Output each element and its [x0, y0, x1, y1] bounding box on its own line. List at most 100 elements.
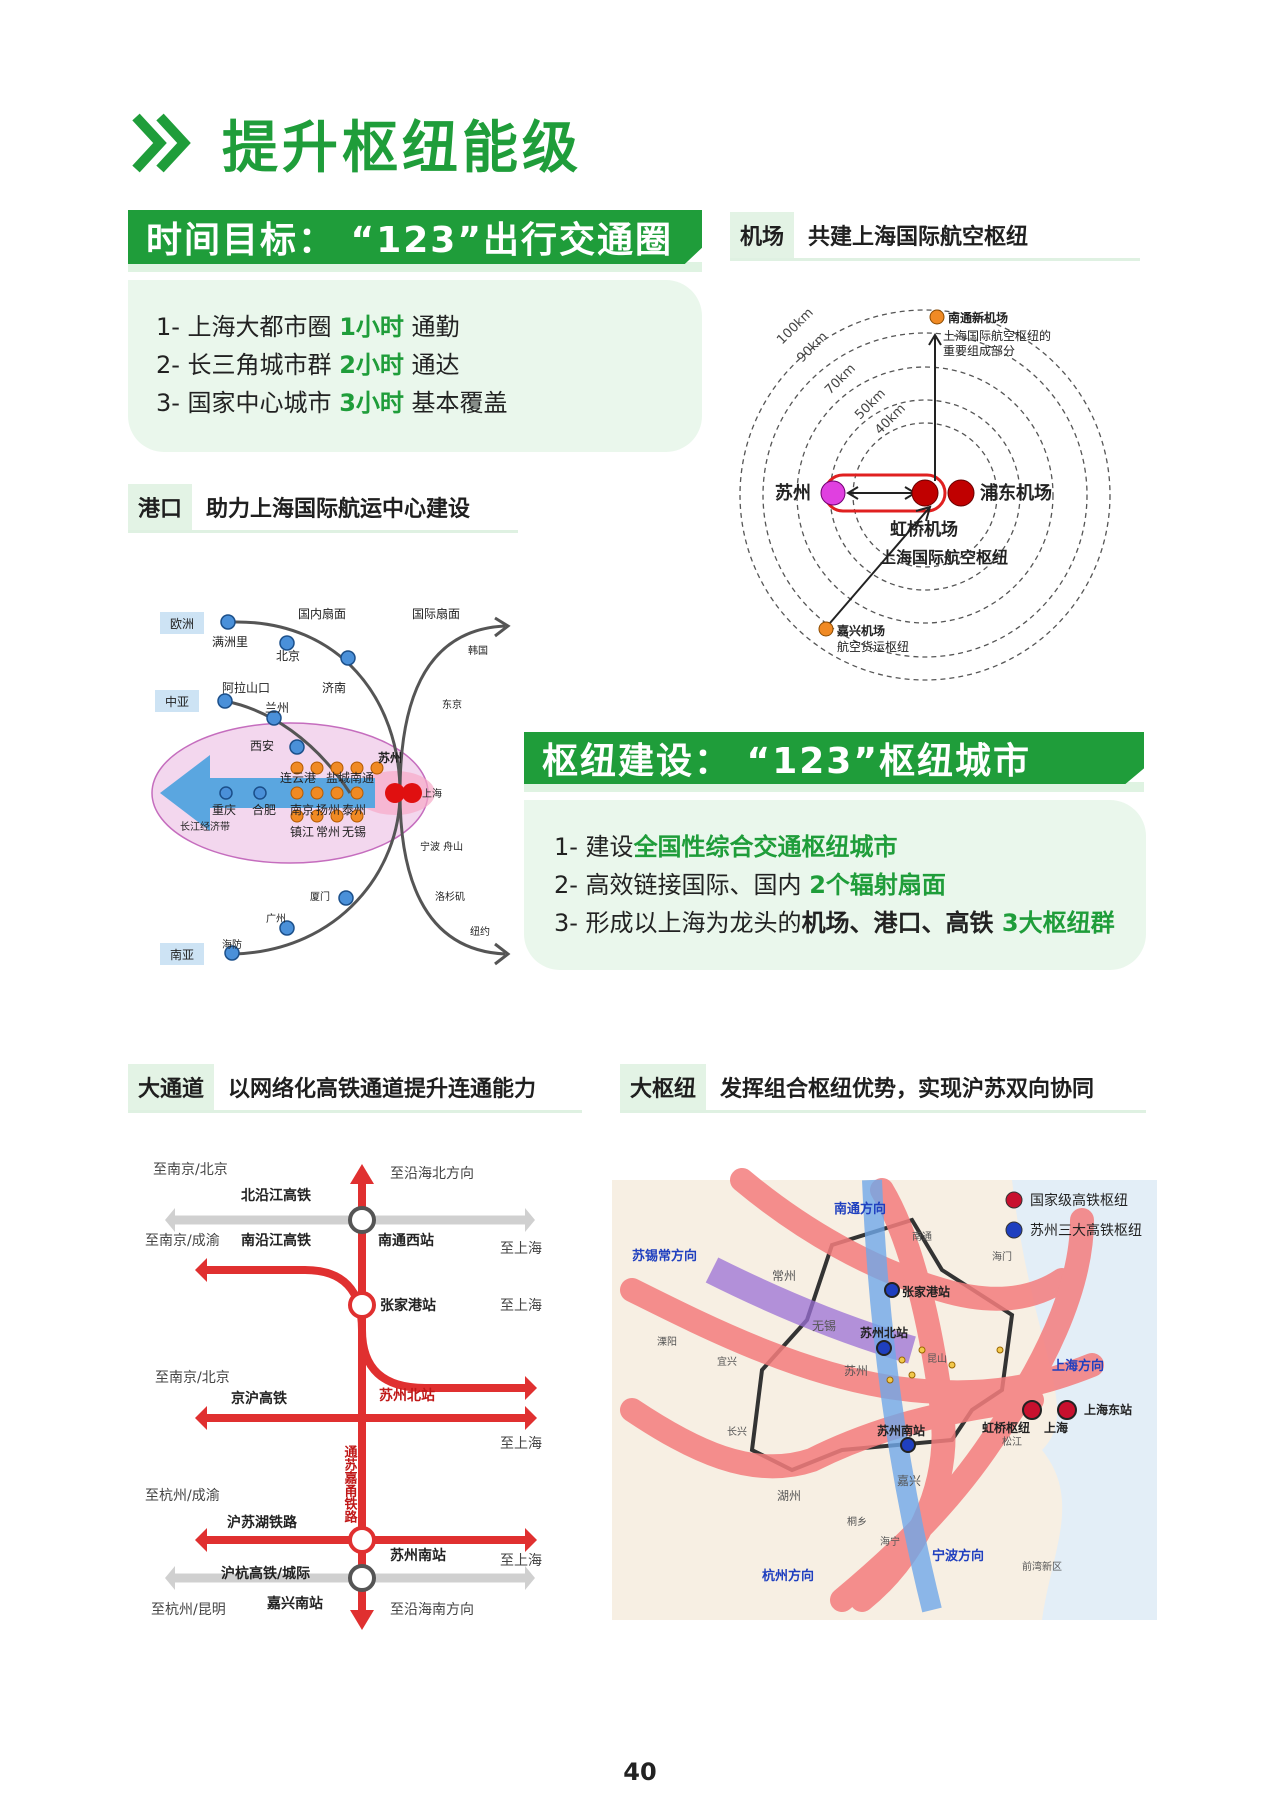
map-node: [310, 761, 324, 775]
station-nantong-west: [348, 1206, 376, 1234]
map-label: 苏锡常方向: [632, 1248, 697, 1264]
map-label: 嘉兴: [897, 1474, 921, 1488]
map-label: 上海方向: [1052, 1358, 1104, 1374]
map-label: 杭州方向: [762, 1568, 814, 1584]
corridor-label: 苏州北站: [379, 1387, 435, 1404]
map-label: 上海东站: [1084, 1402, 1132, 1417]
port-label: 上海: [422, 787, 442, 800]
corridor-diagram: 至南京/北京 至沿海北方向 北沿江高铁 至南京/成渝 南沿江高铁 南通西站 至上…: [145, 1162, 542, 1630]
port-label: 常州: [316, 825, 340, 839]
map-label: 昆山: [927, 1353, 947, 1365]
ring-label: 70km: [822, 361, 859, 398]
map-node: [350, 761, 364, 775]
list-item: 2- 高效链接国际、国内 2个辐射扇面: [554, 871, 946, 899]
port-label: 兰州: [265, 701, 289, 715]
port-label: 南通: [350, 770, 374, 785]
port-label: 重庆: [212, 803, 236, 817]
station-jiaxing-south: [348, 1564, 376, 1592]
map-node: [918, 1346, 926, 1354]
legend-national: [1005, 1191, 1023, 1209]
map-node: [385, 783, 405, 803]
map-label: 宜兴: [717, 1355, 737, 1368]
nantong-airport: [929, 309, 945, 325]
map-node: [253, 786, 267, 800]
airport-tag: 机场 共建上海国际航空枢纽: [730, 212, 1140, 261]
legend-suzhou: [1005, 1221, 1023, 1239]
tag-title: 发挥组合枢纽优势，实现沪苏双向协同: [720, 1077, 1095, 1102]
map-node: [340, 650, 356, 666]
port-label: 连云港: [280, 770, 316, 785]
port-label: 无锡: [342, 824, 366, 839]
airport-label: 浦东机场: [980, 482, 1052, 504]
tag-label: 大通道: [128, 1064, 215, 1110]
port-label: 南京: [290, 802, 314, 817]
port-label: 厦门: [310, 890, 330, 903]
port-label: 南亚: [170, 947, 194, 962]
port-label: 广州: [266, 913, 286, 925]
port-label: 宁波 舟山: [420, 840, 463, 853]
list-item: 1- 上海大都市圈 1小时 通勤: [156, 313, 460, 341]
corridor-label: 沪苏湖铁路: [227, 1514, 298, 1531]
corridor-label: 至沿海北方向: [390, 1166, 474, 1182]
port-label: 东京: [442, 698, 462, 711]
corridor-label: 至沿海南方向: [390, 1602, 474, 1618]
pudong-airport: [947, 479, 975, 507]
list-item: 1- 建设全国性综合交通枢纽城市: [554, 833, 898, 861]
label-box-south-asia: [160, 943, 204, 965]
corridor-label: 至杭州/昆明: [151, 1602, 226, 1618]
port-label: 满洲里: [212, 635, 248, 649]
map-label: 海宁: [880, 1535, 900, 1548]
corridor-label: 至杭州/成渝: [145, 1488, 220, 1504]
banner-shadow: [524, 782, 1144, 792]
map-label: 常州: [772, 1269, 796, 1283]
map-label: 宁波方向: [932, 1548, 984, 1564]
map-label: 张家港站: [902, 1284, 950, 1299]
port-diagram: 欧洲 中亚 南亚 国内扇面 国际扇面 满洲里 北京 阿拉山口 兰州 济南 西安 …: [151, 606, 511, 966]
hub-build-title: 枢纽建设： “123”枢纽城市: [542, 741, 1032, 782]
map-label: 松江: [1002, 1435, 1022, 1448]
port-label: 扬州: [316, 802, 340, 817]
port-label: 济南: [322, 680, 346, 695]
yangtze-arrow: [160, 755, 375, 831]
corridor-label: 至南京/北京: [155, 1370, 230, 1386]
port-label: 国际扇面: [412, 606, 460, 621]
suzhou-airport: [820, 480, 846, 506]
jiaxing-arrow: [829, 506, 931, 624]
list-item: 2- 长三角城市群 2小时 通达: [156, 351, 460, 379]
map-node: [370, 761, 384, 775]
legend-label: 国家级高铁枢纽: [1030, 1192, 1128, 1209]
page-title: 提升枢纽能级: [222, 115, 582, 181]
airport-label: 上海国际航空枢纽的: [943, 328, 1051, 343]
map-node: [219, 786, 233, 800]
port-label: 镇江: [290, 825, 314, 839]
corridor-label: 至上海: [500, 1436, 542, 1452]
legend-label: 苏州三大高铁枢纽: [1030, 1222, 1142, 1239]
airport-label: 航空货运枢纽: [837, 639, 909, 654]
airport-label: 重要组成部分: [943, 343, 1015, 358]
port-tag: 港口 助力上海国际航运中心建设: [128, 484, 518, 533]
map-label: 南通方向: [834, 1201, 886, 1217]
map-node: [310, 809, 324, 823]
port-label: 洛杉矶: [435, 890, 465, 903]
hub-build-box: 1- 建设全国性综合交通枢纽城市 2- 高效链接国际、国内 2个辐射扇面 3- …: [524, 800, 1146, 970]
port-label: 欧洲: [170, 617, 194, 631]
map-label: 无锡: [812, 1318, 836, 1333]
time-goal-title: 时间目标： “123”出行交通圈: [146, 220, 674, 261]
map-label: 溧阳: [657, 1335, 677, 1348]
tag-label: 港口: [128, 484, 193, 530]
map-node: [948, 1361, 956, 1369]
corridor-label: 张家港站: [380, 1297, 436, 1314]
port-label: 韩国: [468, 644, 488, 657]
map-label: 长兴: [727, 1426, 747, 1438]
map-node: [290, 761, 304, 775]
range-ring: [739, 309, 1111, 681]
port-label: 海防: [222, 938, 242, 951]
map-node: [289, 739, 305, 755]
port-label: 盐城: [326, 771, 350, 785]
tag-title: 共建上海国际航空枢纽: [808, 225, 1029, 250]
corridor-label: 南通西站: [378, 1232, 434, 1249]
corridor-label: 嘉兴南站: [266, 1595, 323, 1612]
map-node: [338, 890, 354, 906]
label-box-europe: [160, 612, 204, 634]
corridor-label: 京沪高铁: [231, 1390, 287, 1407]
